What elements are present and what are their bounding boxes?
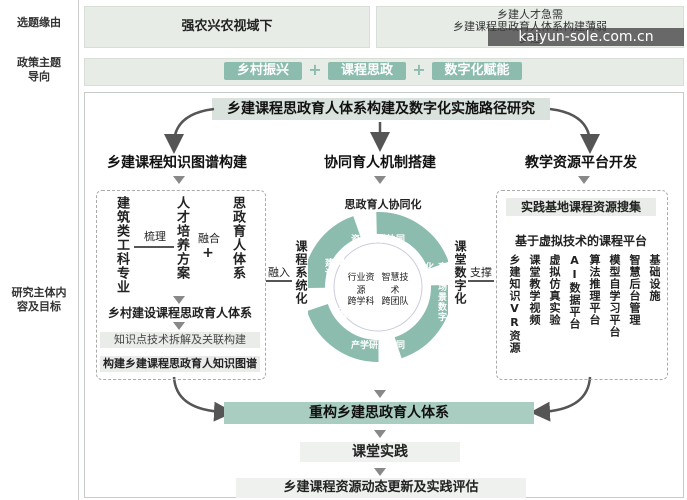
vertical-engineering: 建筑类工科专业 — [114, 196, 129, 294]
plus-sign: + — [412, 60, 426, 79]
background-main-text: 强农兴农视域下 — [181, 19, 273, 34]
sort-label: 梳理 — [144, 230, 166, 243]
policy-tag-ideology: 课程思政 — [328, 62, 406, 80]
platform-item: 算法推理平台 — [588, 254, 601, 326]
arrow-down — [374, 176, 386, 184]
vertical-ideology-system: 思政育人体系 — [230, 196, 245, 280]
middle-top-label: 思政育人协同化 — [344, 198, 422, 211]
background-main-box: 强农兴农视域下 — [84, 6, 370, 48]
policy-tag-rural: 乡村振兴 — [224, 62, 302, 80]
left-divider — [78, 0, 79, 500]
embed-arrow — [266, 280, 292, 282]
arrow-down — [578, 176, 590, 184]
platform-item: 乡建知识VR资源 — [508, 254, 521, 354]
support-arrow — [468, 280, 494, 282]
rural-course-system: 乡村建设课程思政育人体系 — [107, 306, 252, 320]
center-industry: 行业资源 — [347, 273, 375, 296]
plus-sign: + — [202, 245, 214, 261]
ring-resource: 资源开发协同 — [350, 235, 405, 245]
platform-item: 课堂教学视频 — [528, 254, 541, 326]
arrow-down — [374, 390, 386, 398]
platform-box — [496, 190, 668, 380]
classroom-practice: 课堂实践 — [300, 442, 460, 462]
merge-label: 融合 — [198, 232, 220, 245]
watermark: kaiyun-sole.com.cn — [488, 28, 684, 46]
plus-sign: + — [308, 60, 322, 79]
ring-industry: 产学研用协同 — [350, 341, 405, 351]
rebuild-system: 重构乡建思政育人体系 — [224, 402, 534, 424]
dynamic-evaluation: 乡建课程资源动态更新及实践评估 — [236, 478, 526, 498]
col-title-collaboration: 协同育人机制搭建 — [324, 155, 436, 171]
ring-vr: VR课程资源建设 — [323, 258, 346, 320]
center-team: 跨团队 — [381, 297, 409, 307]
platform-item: 智慧后台管理 — [628, 254, 641, 326]
support-label: 支撑 — [470, 266, 492, 279]
knowledge-graph-box — [96, 190, 266, 380]
collab-ring — [308, 212, 448, 362]
ring-scene: 育人场景数字化 — [423, 262, 446, 322]
label-policy: 政策主题 导向 — [17, 56, 61, 83]
arrow-down — [173, 176, 185, 184]
build-knowledge-graph: 构建乡建课程思政育人知识图谱 — [100, 356, 260, 372]
label-research: 研究主体内 容及目标 — [11, 286, 67, 313]
arrow-down — [173, 296, 185, 304]
platform-item: 虚拟仿真实验 — [548, 254, 561, 326]
col-title-knowledge-graph: 乡建课程知识图谱构建 — [107, 155, 247, 171]
sort-arrow — [134, 246, 174, 248]
embed-label: 融入 — [268, 266, 290, 279]
middle-right-vertical: 课堂数字化 — [453, 240, 467, 305]
center-discipline: 跨学科 — [347, 297, 375, 307]
policy-tag-digital: 数字化赋能 — [432, 62, 522, 80]
platform-item: AI数据平台 — [568, 254, 581, 330]
base-resources: 实践基地课程资源搜集 — [506, 198, 656, 216]
platform-item: 模型自学习平台 — [608, 254, 621, 338]
platform-item: 基础设施 — [648, 254, 661, 302]
arrow-down — [374, 430, 386, 438]
col-title-platform: 教学资源平台开发 — [525, 155, 637, 171]
main-title: 乡建课程思政育人体系构建及数字化实施路径研究 — [212, 98, 550, 120]
label-background: 选题缘由 — [17, 16, 61, 29]
arrow-down — [173, 322, 185, 330]
virtual-platform: 基于虚拟技术的课程平台 — [514, 234, 647, 248]
middle-left-vertical: 课程系统化 — [294, 240, 308, 305]
arrow-down — [374, 468, 386, 476]
background-line-1: 乡建人才急需 — [497, 8, 563, 21]
center-smart: 智慧技术 — [381, 273, 409, 296]
connector-arrows — [164, 107, 600, 422]
platform-items: 乡建知识VR资源 课堂教学视频 虚拟仿真实验 AI数据平台 算法推理平台 模型自… — [504, 254, 661, 372]
knowledge-split: 知识点技术拆解及关联构建 — [100, 332, 260, 348]
vertical-talent-plan: 人才培养方案 — [174, 196, 189, 280]
